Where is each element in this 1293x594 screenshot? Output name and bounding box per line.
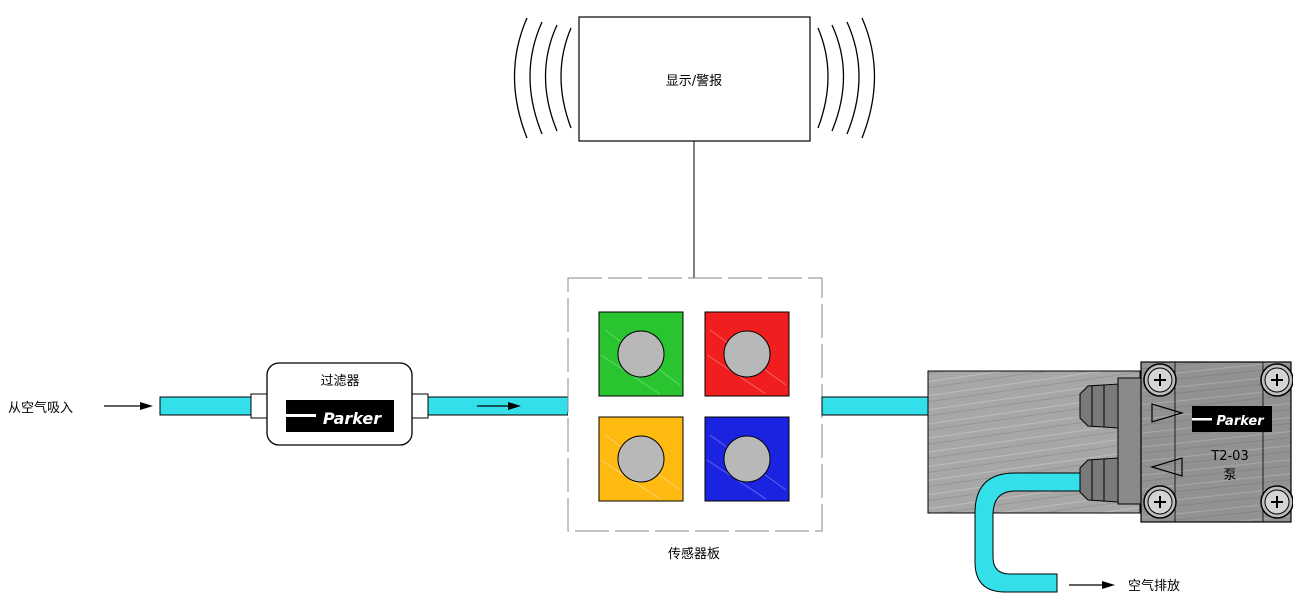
signal-waves-right-icon <box>817 17 876 139</box>
sensor-board-label: 传感器板 <box>668 546 720 562</box>
air-exhaust-label: 空气排放 <box>1128 578 1180 594</box>
filter-outlet-fitting <box>409 393 429 419</box>
screw-icon <box>1260 485 1293 519</box>
inlet-tube <box>159 396 253 416</box>
display-alarm-box: 显示/警报 <box>578 16 811 142</box>
pump-parker-logo: Parker <box>1192 406 1272 432</box>
sensor-board: 传感器板 <box>567 277 823 562</box>
sensor-green <box>598 311 684 397</box>
inlet-fitting <box>1079 383 1119 429</box>
inlet-port-marker <box>1151 403 1185 423</box>
inlet-arrow-icon <box>104 402 153 410</box>
filter: 过滤器 Parker <box>266 362 413 446</box>
svg-text:Parker: Parker <box>323 409 382 428</box>
screw-icon <box>1260 363 1293 397</box>
sensor-blue <box>704 416 790 502</box>
air-inlet-label: 从空气吸入 <box>8 400 73 416</box>
pump-model-label: T2-03 <box>1210 449 1248 464</box>
sensor-yellow <box>598 416 684 502</box>
exhaust-tube <box>974 472 1086 593</box>
flow-arrow-icon <box>477 402 521 410</box>
svg-text:Parker: Parker <box>1216 414 1265 429</box>
sensor-red <box>704 311 790 397</box>
screw-icon <box>1143 363 1177 397</box>
outlet-port-marker <box>1149 457 1183 477</box>
signal-waves-left-icon <box>513 17 572 139</box>
screw-icon <box>1143 485 1177 519</box>
filter-inlet-fitting <box>250 393 270 419</box>
outlet-fitting <box>1079 457 1119 503</box>
exhaust-arrow-icon <box>1069 581 1115 589</box>
display-alarm-label: 显示/警报 <box>666 73 722 89</box>
pump-label: 泵 <box>1223 468 1236 483</box>
pump: Parker T2-03 泵 <box>927 361 1293 593</box>
filter-label: 过滤器 <box>320 374 359 389</box>
filter-parker-logo: Parker <box>286 400 394 432</box>
